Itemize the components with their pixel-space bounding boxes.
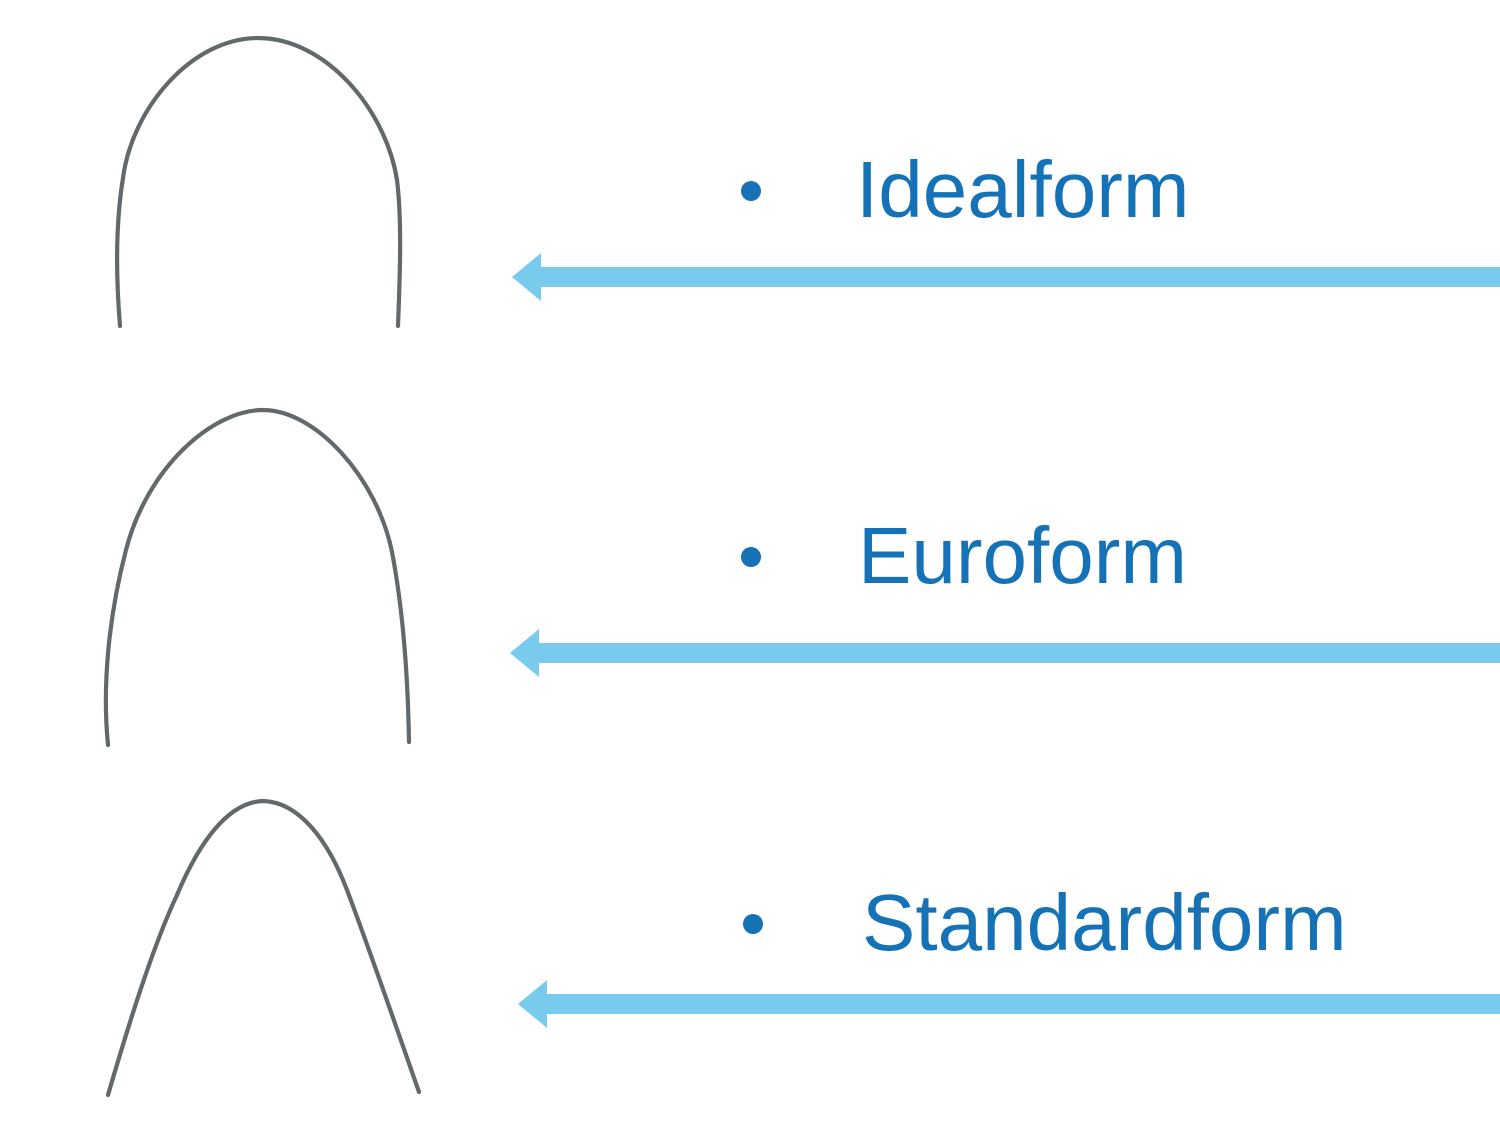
bullet-icon	[741, 181, 761, 201]
item-label-idealform: Idealform	[856, 145, 1190, 234]
archwire-euroform-icon	[103, 407, 412, 748]
arrow-left-icon	[512, 253, 1500, 301]
bullet-icon	[741, 547, 761, 567]
item-label-standardform: Standardform	[862, 878, 1347, 967]
archwire-idealform-icon	[115, 35, 403, 329]
arrow-left-icon	[510, 629, 1500, 677]
item-label-euroform: Euroform	[858, 511, 1187, 600]
arrow-left-icon	[518, 980, 1500, 1028]
archwire-standardform-icon	[105, 798, 422, 1098]
bullet-icon	[743, 914, 763, 934]
